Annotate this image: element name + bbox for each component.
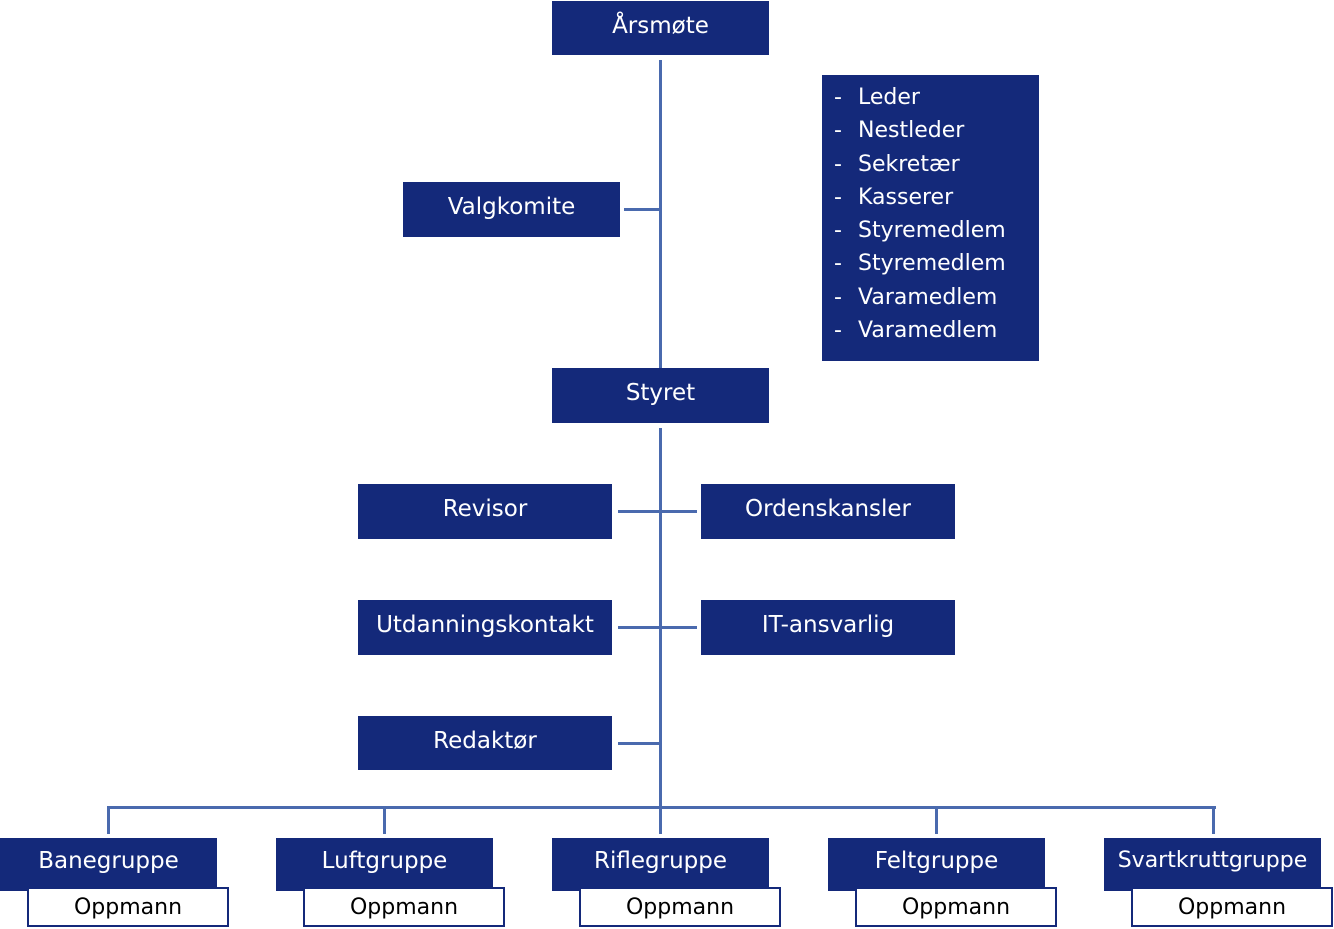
node-feltgruppe-oppmann: Oppmann [855,887,1057,927]
connector-revisor [618,510,660,513]
node-svartkruttgruppe: Svartkruttgruppe [1104,838,1321,891]
board-member: -Leder [834,85,920,110]
connector-main-upper [659,60,662,370]
connector-group-5 [1212,806,1215,834]
board-member: -Sekretær [834,151,960,177]
connector-group-3 [659,806,662,834]
board-member: -Nestleder [834,118,965,144]
node-banegruppe: Banegruppe [0,838,217,891]
node-utdanningskontakt: Utdanningskontakt [358,600,612,655]
node-arsmote: Årsmøte [552,1,769,55]
node-luftgruppe-oppmann: Oppmann [303,887,505,927]
board-member: -Styremedlem [834,218,1006,244]
board-member: -Kasserer [834,184,954,210]
board-members-list: -Leder -Nestleder -Sekretær -Kasserer -S… [822,75,1039,361]
connector-ordenskansler [660,510,697,513]
connector-group-2 [383,806,386,834]
board-member: -Varamedlem [834,284,998,310]
node-ordenskansler: Ordenskansler [701,484,955,539]
connector-group-4 [935,806,938,834]
node-luftgruppe: Luftgruppe [276,838,493,891]
node-svartkruttgruppe-oppmann: Oppmann [1131,887,1333,927]
node-feltgruppe: Feltgruppe [828,838,1045,891]
node-riflegruppe: Riflegruppe [552,838,769,891]
connector-redaktor [618,742,660,745]
connector-main-lower [659,428,662,808]
node-styret: Styret [552,368,769,423]
board-member: -Varamedlem [834,318,998,344]
board-member: -Styremedlem [834,251,1006,277]
node-it-ansvarlig: IT-ansvarlig [701,600,955,655]
connector-valgkomite [624,208,661,211]
node-riflegruppe-oppmann: Oppmann [579,887,781,927]
connector-utdanningskontakt [618,626,660,629]
node-revisor: Revisor [358,484,612,539]
node-valgkomite: Valgkomite [403,182,620,237]
connector-it-ansvarlig [660,626,697,629]
connector-group-1 [107,806,110,834]
node-banegruppe-oppmann: Oppmann [27,887,229,927]
node-redaktor: Redaktør [358,716,612,770]
